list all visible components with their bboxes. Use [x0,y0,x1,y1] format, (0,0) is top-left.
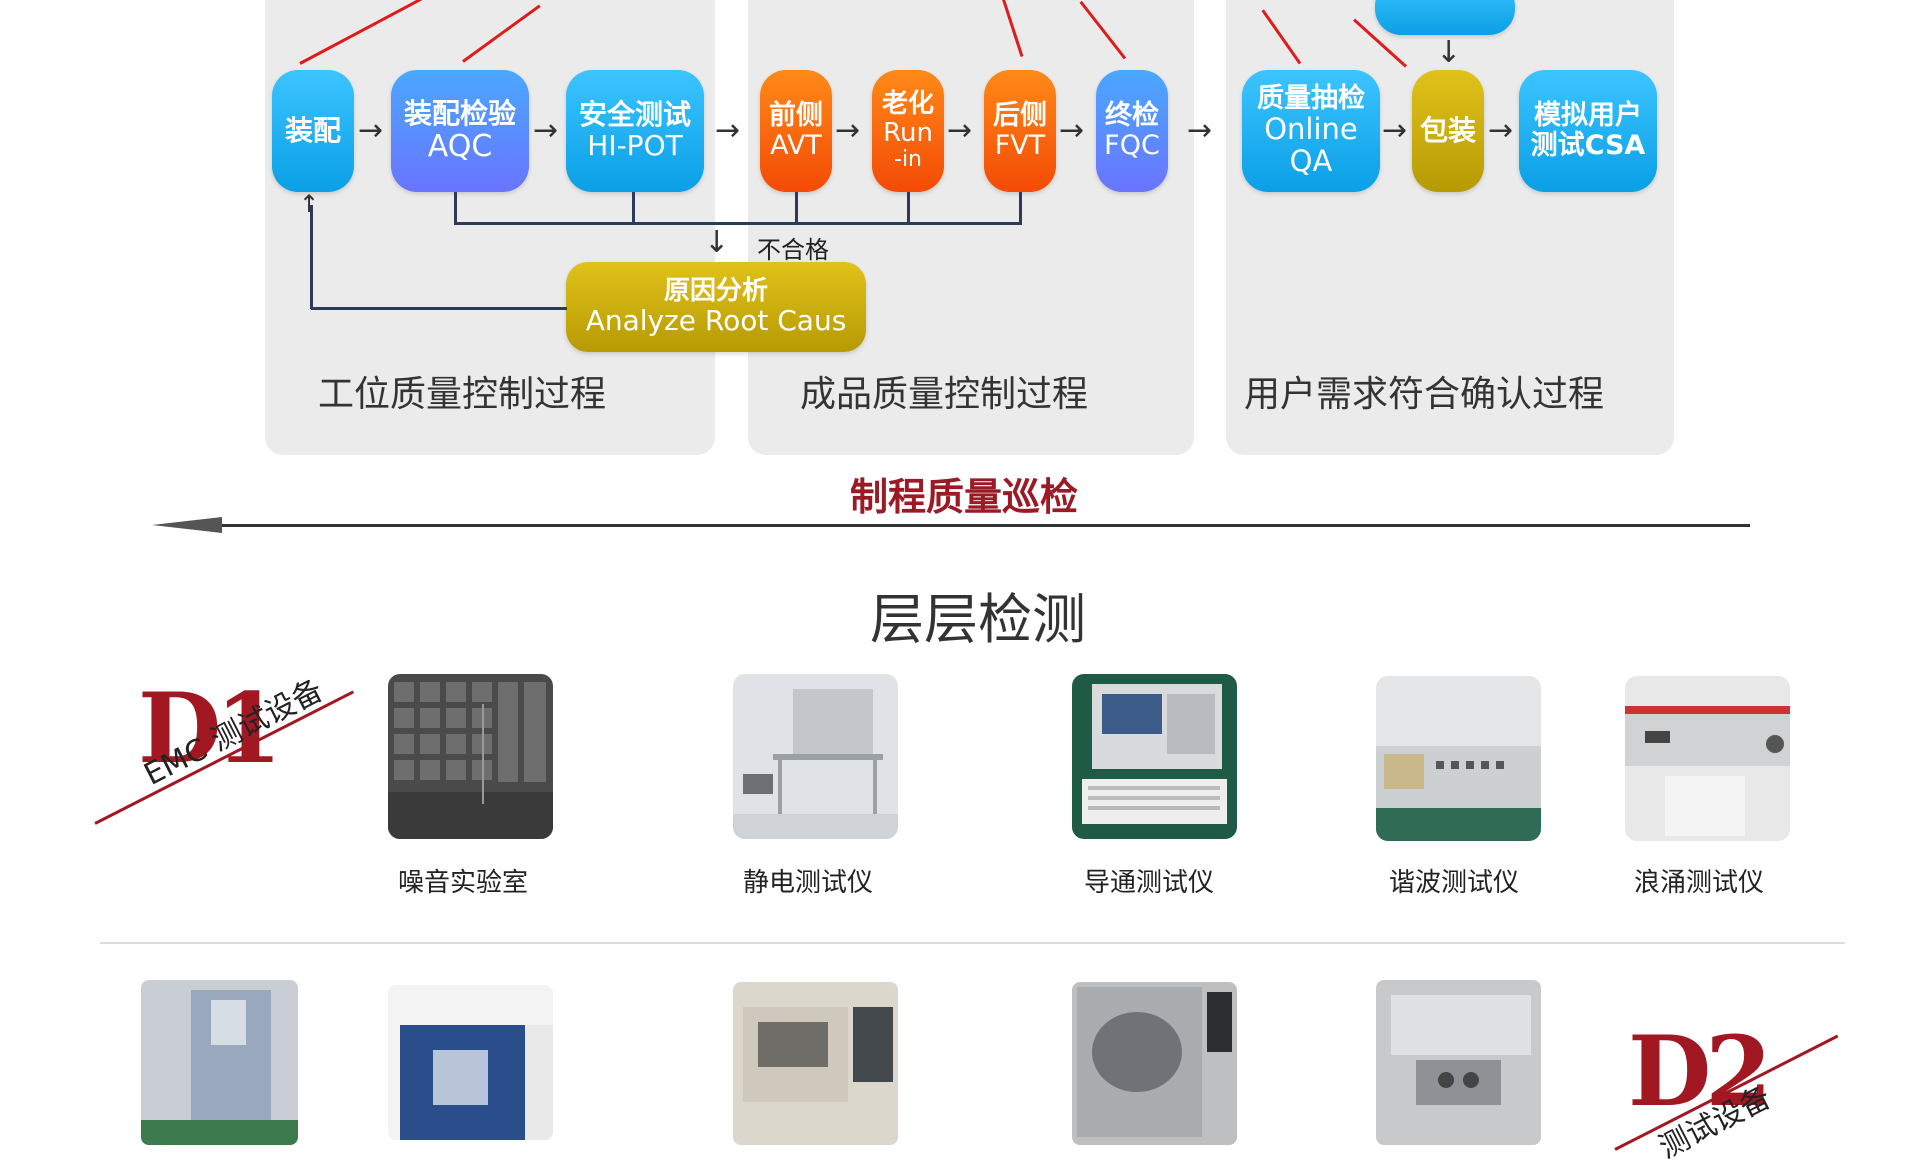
caption-noise-lab: 噪音实验室 [398,868,529,898]
arrow-right-icon: → [1488,113,1514,148]
caption-continuity-tester: 导通测试仪 [1084,868,1215,898]
photo-test-chamber-3 [733,982,898,1145]
photo-harmonic-tester [1376,676,1541,841]
step-avt: 前侧 AVT [760,70,832,192]
reject-line [632,192,635,224]
step-packing: 包装 [1412,70,1484,192]
step-assembly-label: 装配 [284,113,341,147]
step-runin: 老化 Run -in [872,70,944,192]
photo-continuity-tester [1072,674,1237,839]
step-hipot-cn: 安全测试 [578,98,691,132]
arrow-down-icon: ↓ [1436,35,1462,70]
photo-noise-lab [388,674,553,839]
arrow-right-icon: → [358,113,384,148]
step-fvt-en: FVT [994,130,1046,161]
step-assembly: 装配 [272,70,354,192]
arrow-right-icon: → [835,113,861,148]
photo-esd-tester [733,674,898,839]
feedback-line [311,307,567,310]
feedback-line [310,205,313,309]
step-hipot: 安全测试 HI-POT [566,70,704,192]
step-packing-label: 包装 [1419,113,1476,147]
step-fvt: 后侧 FVT [984,70,1056,192]
patrol-label: 制程质量巡检 [850,475,1079,519]
arrow-up-icon: ↑ [299,190,320,218]
panel-title-station: 工位质量控制过程 [318,374,607,415]
photo-test-chamber-4 [1072,982,1237,1145]
reject-line [454,222,1022,225]
patrol-arrow-line [180,524,1750,527]
photo-blue-chamber [388,985,553,1140]
step-aqc-en: AQC [427,128,493,164]
step-csa: 模拟用户 测试CSA [1519,70,1657,192]
caption-harmonic-tester: 谐波测试仪 [1389,868,1520,898]
badge-d2-number: D2 [1628,1015,1772,1128]
step-avt-cn: 前侧 [769,100,823,132]
step-fvt-cn: 后侧 [993,100,1047,132]
caption-esd-tester: 静电测试仪 [743,868,874,898]
step-avt-en: AVT [770,130,822,161]
root-cause-cn: 原因分析 [663,276,768,307]
step-oqa-en: Online [1264,111,1358,146]
arrow-right-icon: → [1059,113,1085,148]
arrow-right-icon: → [1382,113,1408,148]
panel-title-user: 用户需求符合确认过程 [1244,374,1605,415]
divider [100,942,1845,944]
step-runin-en: Run [883,117,933,148]
step-oqa: 质量抽检 Online QA [1242,70,1380,192]
arrow-left-icon [152,517,222,533]
step-fqc: 终检 FQC [1096,70,1168,192]
arrow-right-icon: → [1187,113,1213,148]
reject-line [1019,192,1022,224]
step-aqc-cn: 装配检验 [403,97,516,131]
arrow-right-icon: → [533,113,559,148]
step-runin-en2: -in [894,146,922,172]
section-title: 层层检测 [870,588,1086,651]
partial-step-box [1375,0,1515,35]
reject-line [907,192,910,224]
step-fqc-en: FQC [1104,130,1160,161]
photo-salt-spray-chamber [1376,980,1541,1145]
step-oqa-cn: 质量抽检 [1257,83,1365,115]
caption-surge-tester: 浪涌测试仪 [1634,868,1765,898]
step-fqc-cn: 终检 [1105,100,1159,132]
panel-title-product: 成品质量控制过程 [800,374,1089,415]
step-csa-en: 测试CSA [1530,130,1646,161]
photo-surge-tester [1625,676,1790,841]
step-oqa-en2: QA [1289,143,1333,178]
arrow-down-icon: ↓ [704,225,730,260]
step-aqc: 装配检验 AQC [391,70,529,192]
root-cause-box: 原因分析 Analyze Root Caus [566,262,866,352]
reject-line [454,192,457,224]
step-csa-cn: 模拟用户 [1534,100,1642,132]
reject-label: 不合格 [757,236,829,264]
root-cause-en: Analyze Root Caus [585,303,847,337]
arrow-right-icon: → [715,113,741,148]
step-hipot-en: HI-POT [587,129,683,162]
reject-line [795,192,798,224]
photo-climate-chamber [141,980,298,1145]
step-runin-cn: 老化 [881,89,934,120]
arrow-right-icon: → [947,113,973,148]
